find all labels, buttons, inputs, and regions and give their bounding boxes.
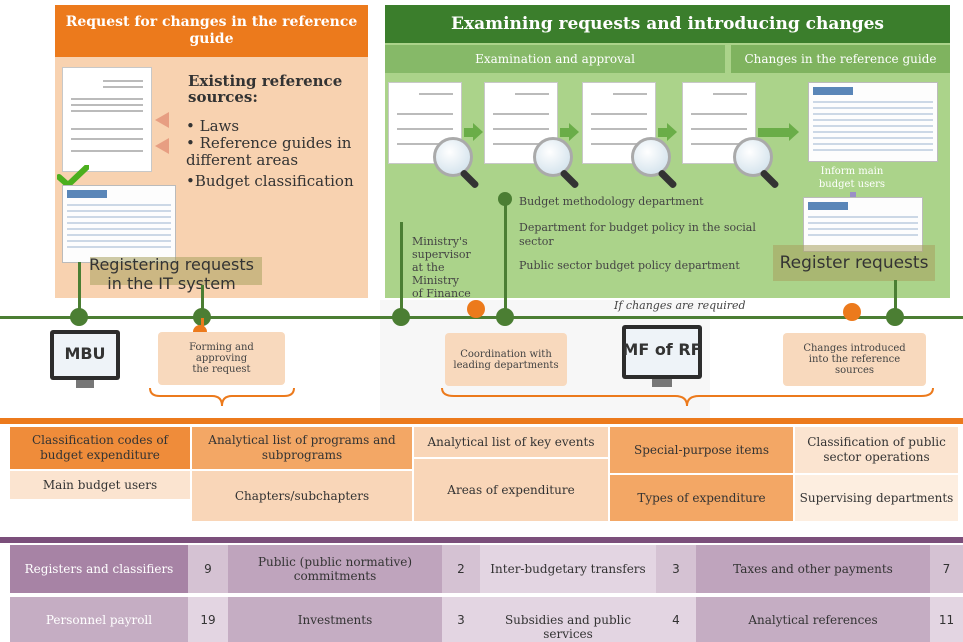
register-count: 7 <box>930 545 963 593</box>
right-arrow-icon <box>464 123 483 141</box>
register-item: Investments <box>228 597 442 642</box>
register-count: 2 <box>442 545 480 593</box>
grid-cell: Main budget users <box>10 471 190 499</box>
it-system-screenshot <box>62 185 176 263</box>
source-item: • Reference guides in different areas <box>186 134 352 169</box>
monitor-stand <box>652 379 672 387</box>
register-requests-bg <box>773 245 935 281</box>
if-changes-label: If changes are required <box>614 299 746 312</box>
connector <box>894 280 897 310</box>
sub-header-changes: Changes in the reference guide <box>731 45 950 73</box>
department-item: Public sector budget policy department <box>519 259 740 272</box>
timeline-node <box>392 308 410 326</box>
department-item: Budget methodology department <box>519 195 704 208</box>
department-item: Department for budget policy in the soci… <box>519 221 756 248</box>
register-label: Registering requests in the IT system <box>89 255 254 293</box>
register-item: Inter-budgetary transfers <box>480 545 656 593</box>
register-count: 9 <box>188 545 228 593</box>
register-row-label: Registers and classifiers <box>10 545 188 593</box>
timeline-node <box>498 192 512 206</box>
right-arrow-icon <box>560 123 579 141</box>
brace-icon <box>440 386 935 408</box>
timeline-node <box>70 308 88 326</box>
timeline-node <box>467 300 485 318</box>
register-requests-label: Register requests <box>779 253 929 273</box>
register-item: Subsidies and public services <box>480 597 656 642</box>
timeline-node <box>496 308 514 326</box>
request-form-image <box>62 67 152 172</box>
connector <box>504 196 507 310</box>
grid-cell: Areas of expenditure <box>414 459 608 521</box>
register-count: 4 <box>656 597 696 642</box>
grid-cell: Supervising departments <box>795 475 958 521</box>
grid-cell: Chapters/subchapters <box>192 471 412 521</box>
register-count: 3 <box>656 545 696 593</box>
right-arrow-icon <box>758 123 799 141</box>
register-item: Taxes and other payments <box>696 545 930 593</box>
right-panel-title: Examining requests and introducing chang… <box>385 5 950 43</box>
register-count: 19 <box>188 597 228 642</box>
grid-cell: Analytical list of programs and subprogr… <box>192 427 412 469</box>
register-screenshot <box>803 197 923 252</box>
magnifier-icon <box>631 137 671 177</box>
right-arrow-icon <box>658 123 677 141</box>
grid-cell: Classification of public sector operatio… <box>795 427 958 473</box>
inform-label: Inform main budget users <box>818 166 886 190</box>
magnifier-icon <box>533 137 573 177</box>
changes-box: Changes introduced into the reference so… <box>783 333 926 386</box>
register-count: 3 <box>442 597 480 642</box>
sources-heading: Existing reference sources: <box>188 72 343 106</box>
timeline-node <box>886 308 904 326</box>
grid-cell: Special-purpose items <box>610 427 793 473</box>
left-arrow-icon <box>155 112 169 128</box>
mbu-label: MBU <box>64 344 106 363</box>
timeline-node <box>193 308 211 326</box>
register-row-label: Personnel payroll <box>10 597 188 642</box>
timeline-node <box>843 303 861 321</box>
registers-top-line <box>0 537 963 543</box>
grid-cell: Types of expenditure <box>610 475 793 521</box>
brace-icon <box>148 386 296 408</box>
monitor-icon: MBU <box>50 330 120 380</box>
connector <box>201 285 204 315</box>
grid-cell: Analytical list of key events <box>414 427 608 457</box>
register-item: Public (public normative) commitments <box>228 545 442 593</box>
connector <box>78 262 81 316</box>
source-item: •Budget classification <box>186 172 354 190</box>
grid-cell: Classification codes of budget expenditu… <box>10 427 190 469</box>
monitor-stand <box>76 380 94 388</box>
sub-header-examination: Examination and approval <box>385 45 725 73</box>
left-arrow-icon <box>155 138 169 154</box>
mf-label: MF of RF <box>622 340 702 359</box>
connector <box>400 222 403 310</box>
forming-box: Forming and approving the request <box>158 332 285 385</box>
document-image <box>682 82 756 164</box>
reference-guide-screenshot <box>808 82 938 162</box>
register-count: 11 <box>930 597 963 642</box>
register-item: Analytical references <box>696 597 930 642</box>
supervisor-label: Ministry's supervisor at the Ministry of… <box>412 235 471 300</box>
monitor-icon: MF of RF <box>622 325 702 379</box>
register-label-bg <box>90 257 262 285</box>
check-icon <box>56 164 90 190</box>
coordination-box: Coordination with leading departments <box>445 333 567 386</box>
left-panel-title: Request for changes in the reference gui… <box>55 5 368 57</box>
source-item: • Laws <box>186 117 240 135</box>
grid-top-line <box>0 418 963 424</box>
timeline-line <box>0 316 963 319</box>
